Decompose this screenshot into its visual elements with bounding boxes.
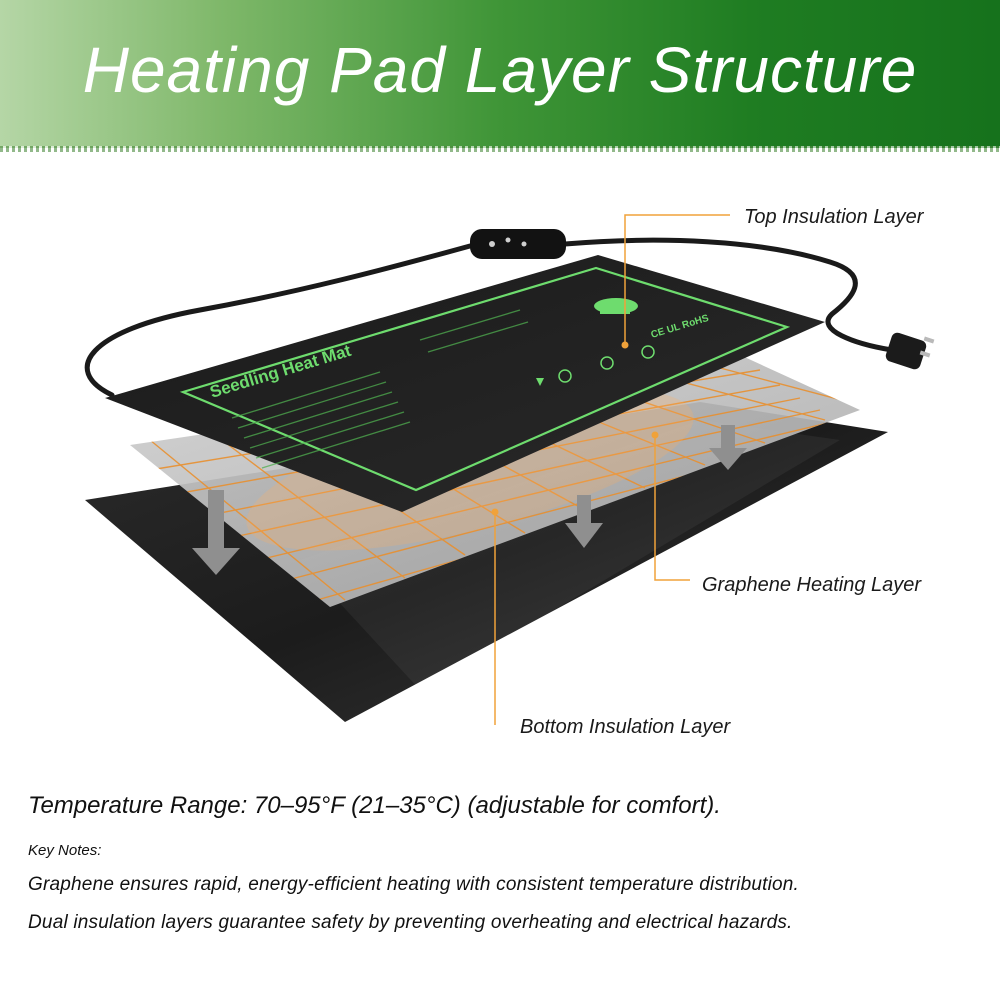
- leader-bottom-dot: [491, 508, 499, 516]
- title-banner: [0, 0, 1000, 148]
- label-bottom-insulation: Bottom Insulation Layer: [520, 716, 731, 738]
- key-note-2: Dual insulation layers guarantee safety …: [28, 912, 793, 933]
- plug-icon: [885, 332, 935, 370]
- leader-top-dot: [621, 341, 629, 349]
- down-arrow-center: [565, 495, 603, 548]
- page-title: Heating Pad Layer Structure: [82, 34, 918, 106]
- mat-icon-c: [558, 369, 572, 383]
- leader-top: [624, 214, 730, 345]
- leader-middle: [654, 435, 690, 581]
- key-notes-heading: Key Notes:: [28, 842, 102, 859]
- layer-diagram: Seedling Heat Mat CE UL RoHS: [84, 214, 935, 725]
- seedling-icon: [594, 298, 638, 314]
- temperature-controller: [470, 229, 566, 259]
- power-cable: [84, 237, 895, 398]
- controller-button-1: [489, 241, 495, 247]
- label-graphene-heating: Graphene Heating Layer: [702, 574, 922, 596]
- label-top-insulation: Top Insulation Layer: [744, 206, 924, 228]
- mat-icon-b: [641, 345, 655, 359]
- controller-button-2: [505, 237, 511, 243]
- mat-icon-a: [600, 356, 614, 370]
- leader-middle-dot: [651, 431, 659, 439]
- banner-edge: [0, 146, 1000, 152]
- controller-button-3: [521, 241, 527, 247]
- top-insulation-layer: [105, 255, 825, 512]
- mat-print-lines: [231, 309, 529, 469]
- temperature-range: Temperature Range: 70–95°F (21–35°C) (ad…: [28, 792, 721, 819]
- mat-border: [179, 266, 791, 492]
- down-arrow-right: [709, 425, 747, 470]
- key-note-1: Graphene ensures rapid, energy-efficient…: [28, 874, 800, 895]
- bottom-layer-sheen: [300, 420, 840, 690]
- down-arrow-left: [192, 490, 240, 575]
- mat-icon-d: [536, 378, 544, 386]
